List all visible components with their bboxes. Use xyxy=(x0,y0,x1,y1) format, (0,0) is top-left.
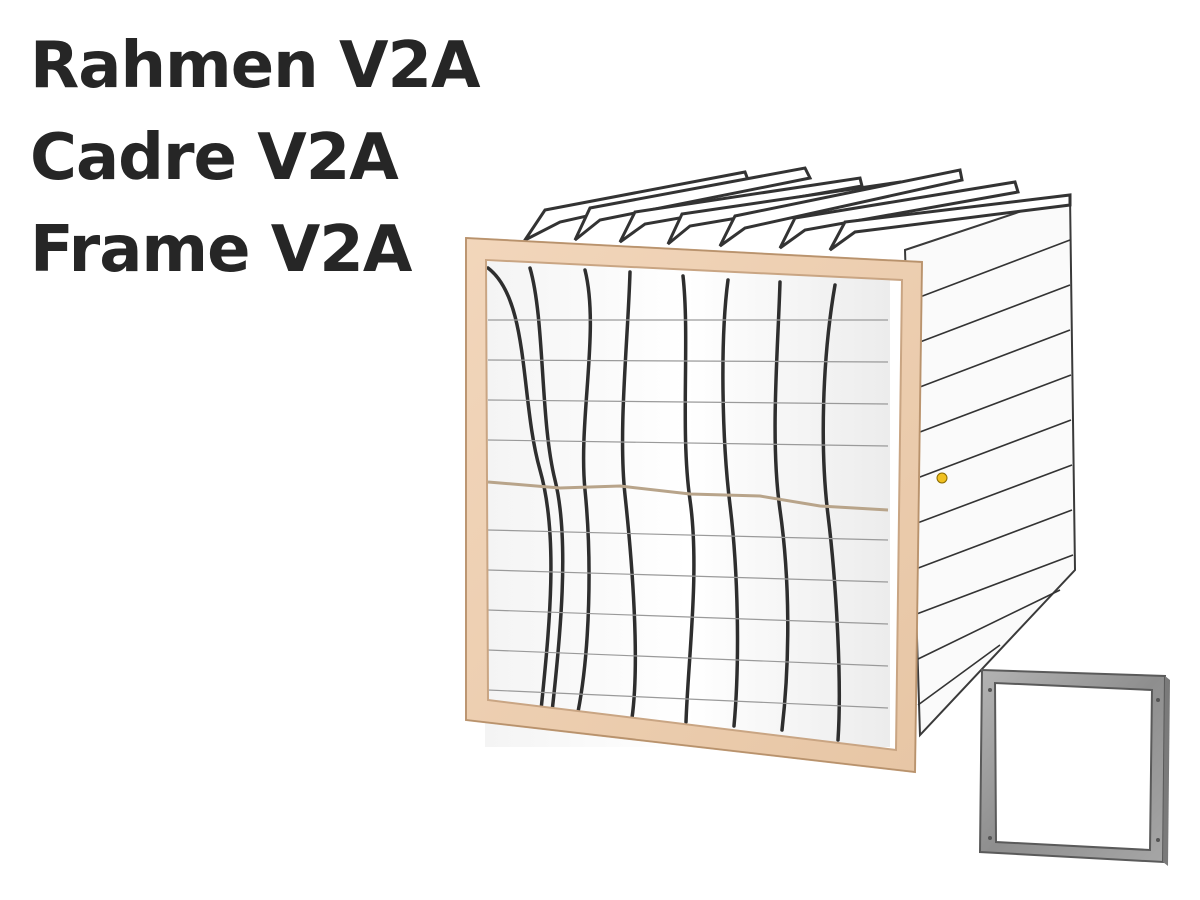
filter-pocket-tops xyxy=(520,166,1072,252)
steel-frame-inset xyxy=(978,668,1170,866)
filter-bag-side xyxy=(903,193,1077,738)
wooden-frame xyxy=(465,236,924,774)
title-french: Cadre V2A xyxy=(30,121,399,195)
filter-pockets xyxy=(485,262,890,747)
title-block: Rahmen V2A Cadre V2A Frame V2A xyxy=(30,20,481,296)
title-english: Frame V2A xyxy=(30,213,412,287)
title-german: Rahmen V2A xyxy=(30,29,481,103)
